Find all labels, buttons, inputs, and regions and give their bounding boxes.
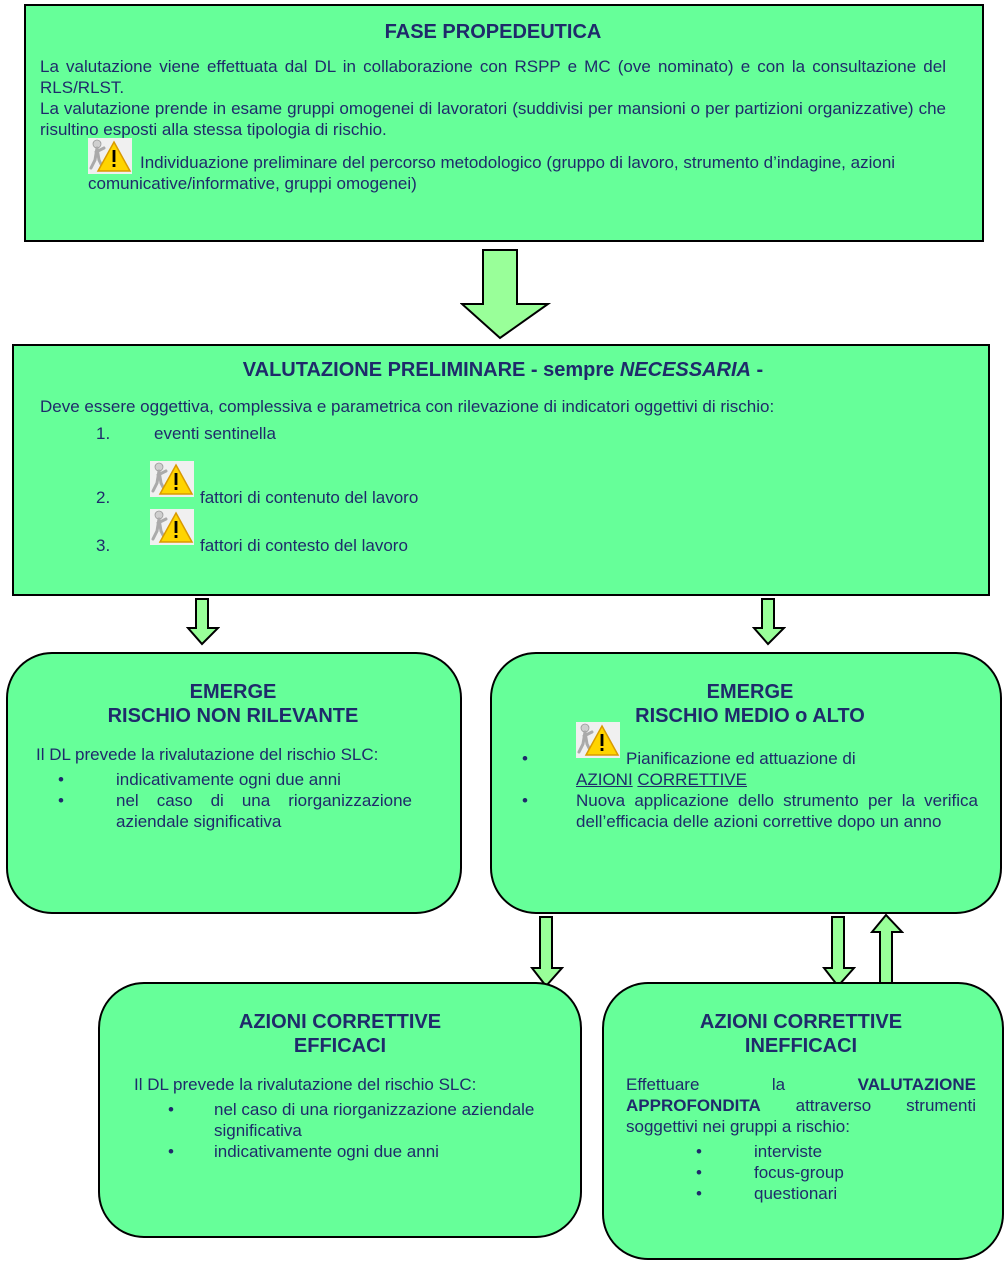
title-em: NECESSARIA: [619, 359, 751, 381]
box6-intro: Effettuare la VALUTAZIONE APPROFONDITA a…: [626, 1074, 976, 1137]
title-line-1: EMERGE: [189, 681, 277, 703]
box6-list: interviste focus-group questionari: [696, 1141, 976, 1204]
title-line-2: EFFICACI: [293, 1035, 387, 1057]
list-number: 3.: [96, 536, 111, 555]
azioni-inefficaci-box: AZIONI CORRETTIVE INEFFICACI Effettuare …: [602, 982, 1004, 1260]
fase-propedeutica-box: FASE PROPEDEUTICA La valutazione viene e…: [24, 4, 984, 242]
fase-propedeutica-title: FASE PROPEDEUTICA: [384, 21, 602, 43]
list-item: interviste: [696, 1141, 976, 1162]
title-line-2: RISCHIO NON RILEVANTE: [107, 705, 359, 727]
preliminare-intro: Deve essere oggettiva, complessiva e par…: [40, 397, 775, 416]
warning-figure-icon: [576, 722, 620, 758]
intro-a: Effettuare la: [626, 1075, 858, 1094]
indicator-list: 1. eventi sentinella 2. fattori di conte…: [40, 423, 966, 573]
list-item: nel caso di una riorganizzazione azienda…: [58, 790, 412, 832]
warning-figure-icon: [88, 138, 132, 174]
down-arrow-efficaci-icon: [530, 916, 564, 988]
title-line-2: RISCHIO MEDIO o ALTO: [635, 705, 865, 727]
list-item: eventi sentinella: [154, 424, 276, 443]
down-arrow-inefficaci-icon: [822, 916, 856, 988]
list-item: nel caso di una riorganizzazione azienda…: [168, 1099, 544, 1141]
rischio-medio-alto-title: EMERGE RISCHIO MEDIO o ALTO: [522, 680, 978, 728]
title-line-1: AZIONI CORRETTIVE: [699, 1011, 903, 1033]
box5-intro: Il DL prevede la rivalutazione del risch…: [134, 1075, 477, 1094]
valutazione-approfondita: VALUTAZIONE APPROFONDITA: [626, 1075, 976, 1115]
title-line-1: AZIONI CORRETTIVE: [238, 1011, 442, 1033]
box5-list: nel caso di una riorganizzazione azienda…: [168, 1099, 544, 1162]
rischio-non-rilevante-box: EMERGE RISCHIO NON RILEVANTE Il DL preve…: [6, 652, 462, 914]
warning-figure-icon: [150, 509, 194, 545]
rischio-non-rilevante-title: EMERGE RISCHIO NON RILEVANTE: [36, 680, 430, 728]
down-arrow-right-icon: [752, 598, 786, 646]
preliminary-item: Individuazione preliminare del percorso …: [40, 152, 946, 194]
list-item: fattori di contenuto del lavoro: [200, 488, 419, 507]
title-main: VALUTAZIONE PRELIMINARE - sempre: [242, 359, 620, 381]
azioni-inefficaci-title: AZIONI CORRETTIVE INEFFICACI: [626, 1010, 976, 1058]
azioni-efficaci-box: AZIONI CORRETTIVE EFFICACI Il DL prevede…: [98, 982, 582, 1238]
title-end: -: [751, 359, 764, 381]
valutazione-preliminare-title: VALUTAZIONE PRELIMINARE - sempre NECESSA…: [40, 358, 966, 382]
valutazione-preliminare-box: VALUTAZIONE PRELIMINARE - sempre NECESSA…: [12, 344, 990, 596]
preliminary-item-text: Individuazione preliminare del percorso …: [88, 153, 896, 193]
title-line-2: INEFFICACI: [744, 1035, 858, 1057]
list-item: indicativamente ogni due anni: [168, 1141, 544, 1162]
list-item: fattori di contesto del lavoro: [200, 536, 408, 555]
list-item: questionari: [696, 1183, 976, 1204]
warning-figure-icon: [150, 461, 194, 497]
list-number: 1.: [96, 424, 111, 443]
box4-list: Pianificazione ed attuazione di AZIONI CO…: [522, 748, 978, 832]
box3-intro: Il DL prevede la rivalutazione del risch…: [36, 745, 379, 764]
item1-text-main: Pianificazione ed attuazione di: [626, 749, 856, 768]
box3-list: indicativamente ogni due anni nel caso d…: [58, 769, 412, 832]
item1-text: Pianificazione ed attuazione di AZIONI CO…: [576, 748, 978, 790]
down-arrow-icon: [460, 249, 552, 340]
down-arrow-left-icon: [186, 598, 220, 646]
list-item: Nuova applicazione dello strumento per l…: [522, 790, 978, 832]
list-item: focus-group: [696, 1162, 976, 1183]
azioni-efficaci-title: AZIONI CORRETTIVE EFFICACI: [134, 1010, 546, 1058]
title-line-1: EMERGE: [706, 681, 794, 703]
paragraph-gruppi: La valutazione prende in esame gruppi om…: [40, 99, 946, 139]
up-arrow-feedback-icon: [870, 914, 904, 986]
intro-c: attraverso strumenti soggettivi nei grup…: [626, 1096, 976, 1136]
list-item: Pianificazione ed attuazione di AZIONI CO…: [522, 748, 978, 790]
correttive-link: CORRETTIVE: [637, 770, 747, 789]
list-number: 2.: [96, 488, 111, 507]
list-item: indicativamente ogni due anni: [58, 769, 412, 790]
paragraph-valutazione: La valutazione viene effettuata dal DL i…: [40, 57, 946, 97]
rischio-medio-alto-box: EMERGE RISCHIO MEDIO o ALTO Pianificazio…: [490, 652, 1002, 914]
azioni-link: AZIONI: [576, 770, 633, 789]
